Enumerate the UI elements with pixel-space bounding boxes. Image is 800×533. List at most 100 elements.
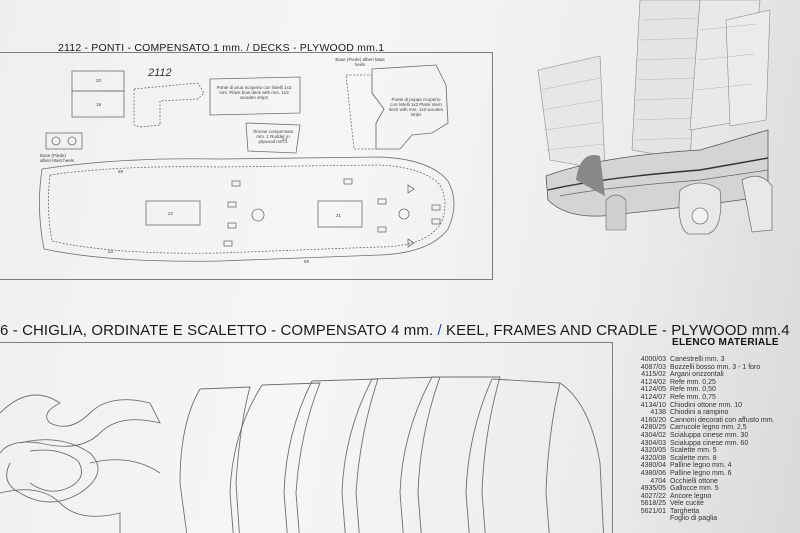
material-row: 4134/10 Chiodini ottone mm. 10 <box>620 402 800 410</box>
material-code: 4000/03 <box>640 356 666 363</box>
part-22-outline <box>145 200 201 226</box>
material-description: Scalette mm. 8 <box>670 454 717 462</box>
mast-heels-note: Base (Piede) alberi Mast heels <box>40 153 75 163</box>
material-code: 5618/25 <box>640 500 666 508</box>
rudder-note: Timone compensato mm. 1 Rudder in plywoo… <box>252 129 294 144</box>
stem-scroll-part <box>0 394 161 454</box>
material-description: Cannoni decorati con affusto mm. <box>670 416 775 424</box>
material-row: 4704 Occhielli ottone <box>620 478 800 486</box>
material-row: 4160/20 Cannoni decorati con affusto mm. <box>620 417 800 425</box>
material-description: Occhielli ottone <box>670 477 718 485</box>
material-row: 4304/02 Scialuppa cinese mm. 30 <box>620 432 800 440</box>
keel-frames-drawing: ​ <box>0 376 604 533</box>
hatch-frame-part <box>133 82 205 128</box>
material-row: 5618/25 Vele cucite <box>620 500 800 508</box>
material-description: Scialuppa cinese mm. 60 <box>670 439 749 447</box>
material-row: 4320/05 Scalette mm. 5 <box>620 447 800 455</box>
part-label: 20 <box>96 78 102 83</box>
material-row: 4124/02 Refe mm. 0,25 <box>620 379 800 387</box>
material-row: 4087/03 Bozzelli bosso mm. 3 - 1 foro <box>620 364 800 372</box>
material-code: 4115/02 <box>641 371 666 379</box>
handwritten-part-code: 2112 <box>148 67 172 79</box>
material-row: 4380/06 Palline legno mm. 6 <box>620 470 800 478</box>
material-code: 4280/25 <box>640 424 666 432</box>
keel-parts-panel: ​ <box>0 342 613 533</box>
keel-section-title: 6 - CHIGLIA, ORDINATE E SCALETTO - COMPE… <box>0 322 790 339</box>
materials-list: ELENCO MATERIALE 4000/03 Canestrelli mm. … <box>620 337 800 523</box>
materials-heading: ELENCO MATERIALE <box>672 337 779 348</box>
material-description: Scialuppa cinese mm. 30 <box>670 431 749 439</box>
material-code: 5621/01 <box>640 507 666 515</box>
material-code: 4138 <box>650 409 666 417</box>
material-description: Palline legno mm. 6 <box>670 469 732 477</box>
keel-title-english: KEEL, FRAMES AND CRADLE - PLYWOOD mm.4 <box>446 322 790 339</box>
deck-section-title: 2112 - PONTI - COMPENSATO 1 mm. / DECKS … <box>58 42 385 54</box>
keel-title-italian: 6 - CHIGLIA, ORDINATE E SCALETTO - COMPE… <box>0 322 434 339</box>
bow-deck-part <box>209 76 301 116</box>
material-row: 4935/05 Gallocce mm. 5 <box>620 485 800 493</box>
mast-heel-part <box>45 132 83 150</box>
material-description: Bozzelli bosso mm. 3 - 1 foro <box>670 363 761 371</box>
material-code: 4160/20 <box>640 416 666 424</box>
material-description: Chiodini a rampino <box>670 409 729 417</box>
rudder-part <box>245 122 301 154</box>
material-description: Refe mm. 0,25 <box>670 378 716 386</box>
material-row: 4280/25 Carrucole legno mm. 2,5 <box>620 424 800 432</box>
material-description: Refe mm. 0,50 <box>670 386 716 394</box>
material-description: Refe mm. 0,75 <box>670 393 716 401</box>
bow-deck-note: Ponte di prua ricoperto con listelli 1x3… <box>216 85 292 100</box>
materials-rows: 4000/03 Canestrelli mm. 3 4087/03 Bozzelli … <box>620 356 800 523</box>
material-code: 4134/10 <box>640 401 666 409</box>
material-description: Palline legno mm. 4 <box>670 462 732 470</box>
material-code: 4320/08 <box>640 454 666 462</box>
material-row: 4138 Chiodini a rampino <box>620 409 800 417</box>
material-code: 4704 <box>650 477 666 485</box>
material-row: 4115/02 Argani orizzontali <box>620 371 800 379</box>
material-code: 4320/05 <box>640 447 666 455</box>
material-description: Targhetta <box>670 507 700 515</box>
part-label: 19 <box>96 102 102 107</box>
part-label: 21 <box>336 213 342 218</box>
part-label: 24 <box>282 137 288 142</box>
material-row: 4304/03 Scialuppa cinese mm. 60 <box>620 440 800 448</box>
part-label: 22 <box>168 211 174 216</box>
deck-parts-drawing <box>39 64 455 262</box>
material-code: 4124/02 <box>640 378 666 386</box>
keel-title-separator: / <box>433 322 447 339</box>
part-label: 59 <box>118 169 124 174</box>
material-code: 4304/02 <box>640 431 666 439</box>
material-code: 4380/06 <box>640 469 666 477</box>
material-row: 5621/01 Targhetta <box>620 508 800 516</box>
material-description: Gallocce mm. 5 <box>670 485 719 493</box>
material-code: 4380/04 <box>640 462 666 470</box>
material-code: 4935/05 <box>640 485 666 493</box>
material-row: 4000/03 Canestrelli mm. 3 <box>620 356 800 364</box>
material-code: 4304/03 <box>640 439 666 447</box>
part-label: 58 <box>304 259 310 264</box>
main-deck-part <box>39 156 455 262</box>
material-row: 4320/08 Scalette mm. 8 <box>620 455 800 463</box>
material-description: Carrucole legno mm. 2,5 <box>670 424 747 432</box>
material-description: Chiodini ottone mm. 10 <box>670 401 742 409</box>
material-description: Canestrelli mm. 3 <box>670 356 725 363</box>
material-row: 4027/22 Ancore legno <box>620 493 800 501</box>
material-code <box>620 515 670 523</box>
material-row: 4380/04 Palline legno mm. 4 <box>620 462 800 470</box>
deck-parts-panel: 2112 20 19 22 21 58 59 23 24 Ponte di pr… <box>0 52 493 280</box>
material-code: 4027/22 <box>640 492 666 500</box>
material-row: 4124/07 Refe mm. 0,75 <box>620 394 800 402</box>
material-description: Foglio di paglia <box>670 515 718 523</box>
stern-deck-note: Ponte di poppa ricoperto con listelli 1x… <box>388 97 444 117</box>
material-description: Vele cucite <box>670 500 704 508</box>
material-code: 4087/03 <box>640 363 666 371</box>
part-19-outline <box>71 90 125 118</box>
material-description: Scalette mm. 5 <box>670 447 717 455</box>
material-row: Foglio di paglia <box>620 515 800 523</box>
material-code: 4124/05 <box>640 386 666 394</box>
material-description: Ancore legno <box>670 492 712 500</box>
material-description: Argani orizzontali <box>670 371 724 379</box>
material-code: 4124/07 <box>640 393 666 401</box>
material-row: 4124/05 Refe mm. 0,50 <box>620 386 800 394</box>
